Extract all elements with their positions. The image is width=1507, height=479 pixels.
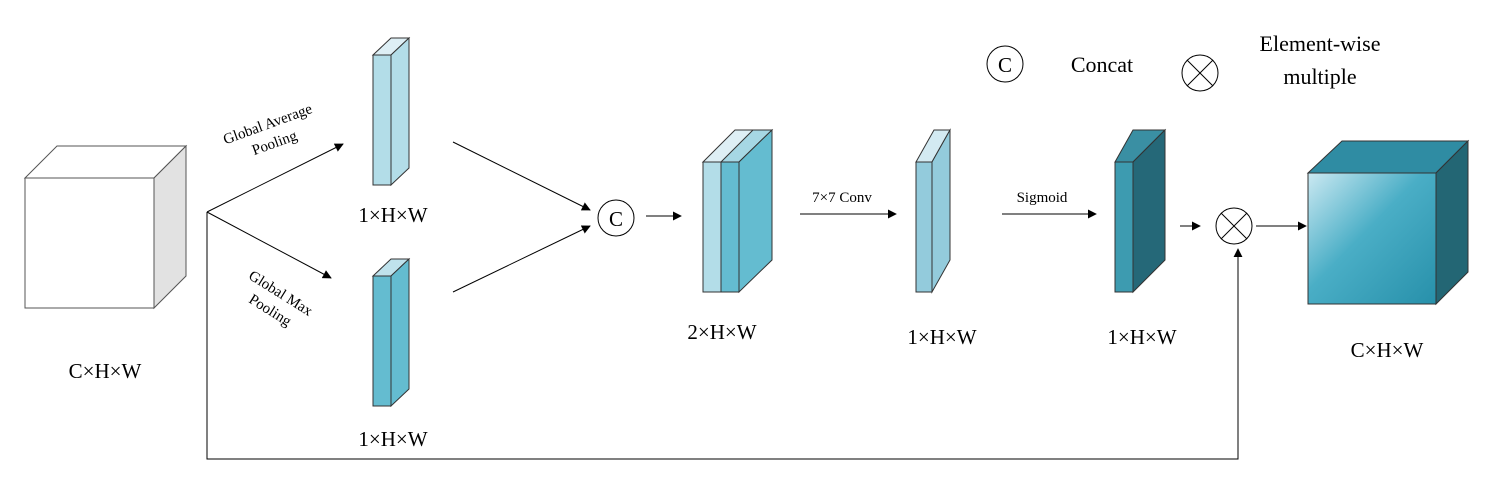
legend-multiply-icon	[1181, 54, 1219, 92]
legend-concat-label: Concat	[1071, 52, 1133, 77]
conv-feature-map	[915, 128, 951, 294]
sigmoid-op-label: Sigmoid	[1017, 190, 1068, 206]
input-dims-label: C×H×W	[69, 359, 142, 383]
gmp-arrow	[206, 211, 332, 279]
output-dims-label: C×H×W	[1351, 338, 1424, 362]
legend-multiply-label-line2: multiple	[1283, 64, 1356, 89]
gmp-op-label: Global Max Pooling	[246, 268, 316, 330]
gap-to-concat-arrow	[452, 141, 591, 211]
svg-text:C: C	[609, 207, 623, 231]
svg-text:C: C	[998, 53, 1012, 77]
concat-dims-label: 2×H×W	[687, 320, 756, 344]
concat-feature-map	[701, 128, 774, 294]
output-feature-cube	[1306, 139, 1470, 306]
gap-arrow	[206, 143, 344, 213]
legend-multiply-label-line1: Element-wise	[1260, 31, 1381, 56]
legend: C Concat Element-wise multiple	[986, 31, 1381, 92]
concat-node: C	[597, 199, 635, 237]
gmp-feature-map	[371, 257, 411, 408]
gmp-to-concat-arrow	[452, 225, 591, 293]
legend-concat-icon: C	[986, 45, 1024, 83]
gap-dims-label: 1×H×W	[358, 203, 427, 227]
sigmoid-dims-label: 1×H×W	[1107, 325, 1176, 349]
sigmoid-feature-map	[1114, 128, 1167, 294]
multiply-node	[1215, 207, 1253, 245]
conv-dims-label: 1×H×W	[907, 325, 976, 349]
gmp-dims-label: 1×H×W	[358, 427, 427, 451]
gap-feature-map	[371, 36, 411, 187]
gap-op-label: Global Average Pooling	[221, 101, 315, 159]
conv-op-label: 7×7 Conv	[812, 190, 872, 206]
input-feature-cube	[23, 144, 188, 310]
skip-connection-arrow	[206, 212, 1243, 460]
